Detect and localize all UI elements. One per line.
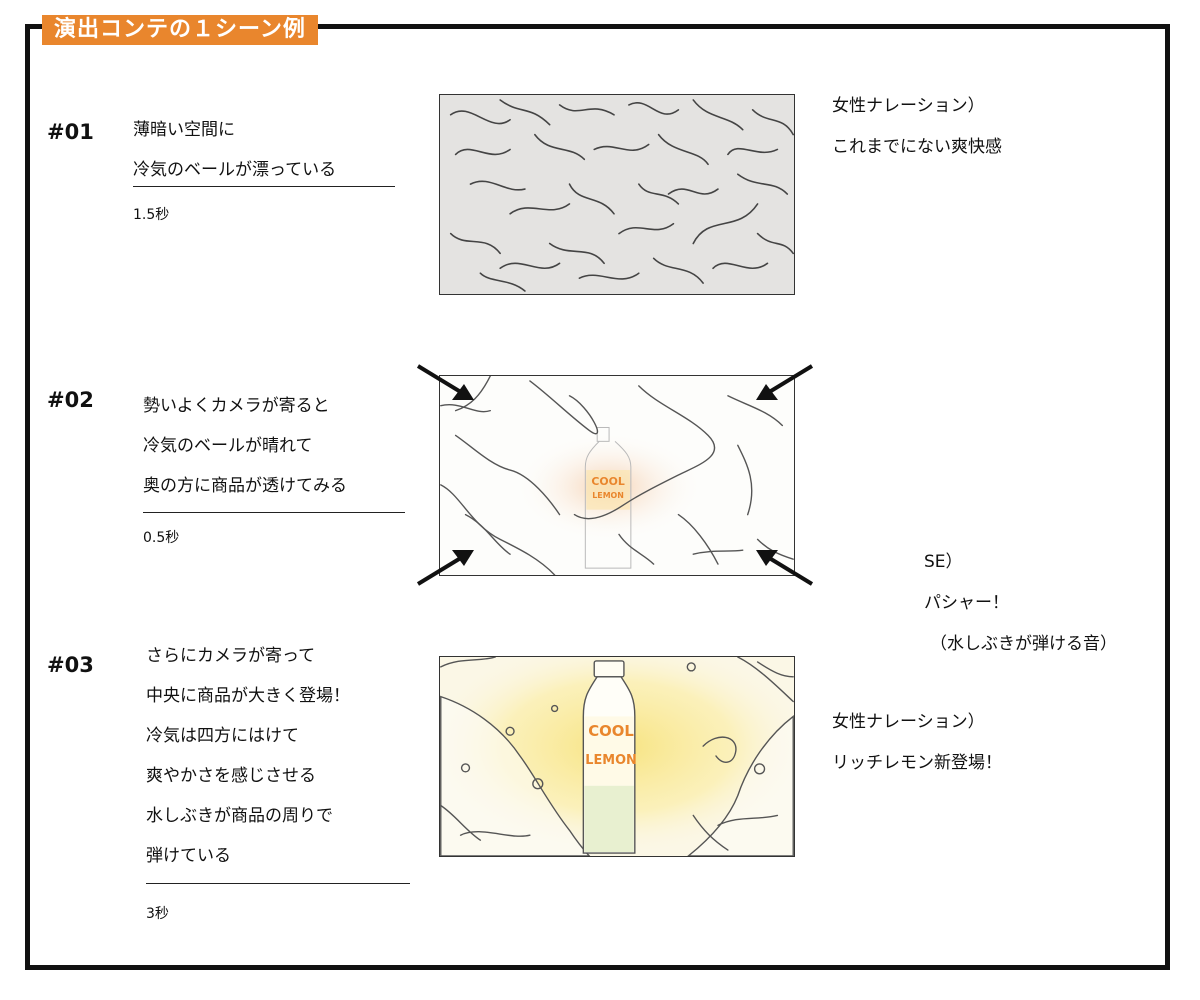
scene-01-panel (439, 94, 795, 295)
sound-effect-note: SE） パシャー！ （水しぶきが弾ける音） (924, 542, 1117, 665)
arrow-icon (416, 550, 474, 586)
se-label: SE） (924, 552, 963, 572)
product-label-bottom: LEMON (592, 491, 624, 500)
scene-03-divider (146, 883, 410, 884)
arrow-icon (416, 364, 474, 400)
arrow-icon (756, 364, 814, 400)
scene-description-02: 勢いよくカメラが寄ると 冷気のベールが晴れて 奥の方に商品が透けてみる (143, 386, 347, 506)
se-line: パシャー！ (924, 593, 1009, 613)
narration-1-line: これまでにない爽快感 (832, 137, 1002, 157)
narration-2-line: リッチレモン新登場！ (832, 753, 1002, 773)
scene-number-02: #02 (47, 388, 94, 412)
scene-03-duration: 3秒 (146, 906, 169, 922)
narration-1: 女性ナレーション） これまでにない爽快感 (832, 86, 1002, 168)
scene-03-line: 中央に商品が大きく登場！ (146, 686, 350, 706)
scene-03-line: 爽やかさを感じさせる (146, 766, 316, 786)
product-label-bottom: LEMON (585, 753, 636, 768)
scene-02-line: 勢いよくカメラが寄ると (143, 396, 330, 416)
product-reveal-illustration: COOL LEMON (440, 657, 794, 856)
product-label-top: COOL (588, 722, 634, 740)
scene-03-line: さらにカメラが寄って (146, 646, 316, 666)
scene-03-line: 冷気は四方にはけて (146, 726, 299, 746)
scene-number-01: #01 (47, 120, 94, 144)
scene-02-duration: 0.5秒 (143, 530, 180, 546)
scene-03-line: 水しぶきが商品の周りで (146, 806, 333, 826)
scene-01-duration: 1.5秒 (133, 207, 170, 223)
veil-clearing-illustration: COOL LEMON (440, 376, 794, 575)
scene-01-line: 冷気のベールが漂っている (133, 160, 337, 180)
scene-02-divider (143, 512, 405, 513)
narration-2: 女性ナレーション） リッチレモン新登場！ (832, 702, 1002, 784)
narration-1-label: 女性ナレーション） (832, 96, 985, 116)
scene-01-line: 薄暗い空間に (133, 120, 235, 140)
scene-02-line: 奥の方に商品が透けてみる (143, 476, 347, 496)
scene-number-03: #03 (47, 653, 94, 677)
scene-02-line: 冷気のベールが晴れて (143, 436, 313, 456)
scene-02-panel: COOL LEMON (439, 375, 795, 576)
scene-description-03: さらにカメラが寄って 中央に商品が大きく登場！ 冷気は四方にはけて 爽やかさを感… (146, 636, 350, 876)
scene-01-divider (133, 186, 395, 187)
scene-03-line: 弾けている (146, 846, 231, 866)
narration-2-label: 女性ナレーション） (832, 712, 985, 732)
arrow-icon (756, 550, 814, 586)
product-label-top: COOL (591, 475, 624, 488)
veil-illustration-dark (449, 99, 794, 292)
scene-03-panel: COOL LEMON (439, 656, 795, 857)
se-line: （水しぶきが弾ける音） (930, 634, 1117, 654)
storyboard-frame (25, 24, 1170, 970)
storyboard-title: 演出コンテの１シーン例 (42, 15, 318, 45)
scene-description-01: 薄暗い空間に 冷気のベールが漂っている (133, 110, 336, 190)
